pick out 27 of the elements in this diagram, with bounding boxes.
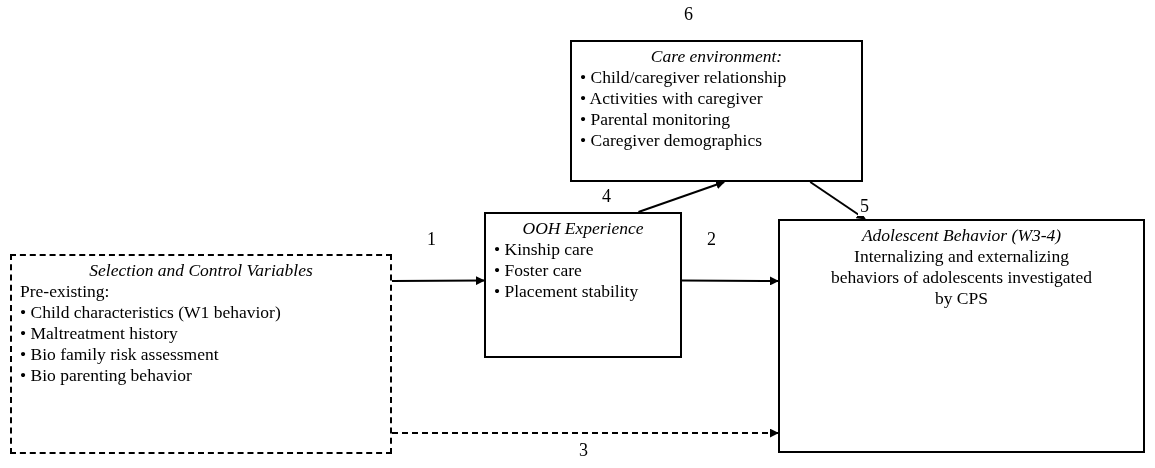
- list-item: • Activities with caregiver: [580, 88, 763, 109]
- box-text: Internalizing and externalizing behaviors of adolescents investigated by CPS: [830, 246, 1093, 309]
- list-item: • Child/caregiver relationship: [580, 67, 787, 88]
- box-heading: OOH Experience: [521, 218, 645, 239]
- list-item: • Kinship care: [494, 239, 594, 260]
- process-box: [484, 212, 682, 358]
- list-item: • Foster care: [494, 260, 582, 281]
- list-item: • Placement stability: [494, 281, 639, 302]
- arrow: [681, 276, 779, 286]
- arrow: [637, 180, 726, 213]
- edge-label: 5: [858, 196, 871, 216]
- list-item: • Bio family risk assessment: [20, 344, 219, 365]
- list-item: • Child characteristics (W1 behavior): [20, 302, 281, 323]
- process-box: [778, 219, 1145, 453]
- list-item: • Parental monitoring: [580, 109, 730, 130]
- box-heading: Care environment:: [649, 46, 784, 67]
- process-box: [10, 254, 392, 454]
- arrow: [809, 181, 866, 220]
- dashed-arrow: [391, 428, 779, 438]
- list-item: Pre-existing:: [20, 281, 110, 302]
- list-item: • Maltreatment history: [20, 323, 178, 344]
- list-item: • Bio parenting behavior: [20, 365, 192, 386]
- box-heading: Adolescent Behavior (W3-4): [860, 225, 1063, 246]
- box-heading: Selection and Control Variables: [88, 260, 314, 281]
- arrow: [391, 276, 485, 286]
- list-item: • Caregiver demographics: [580, 130, 763, 151]
- process-box: [570, 40, 863, 182]
